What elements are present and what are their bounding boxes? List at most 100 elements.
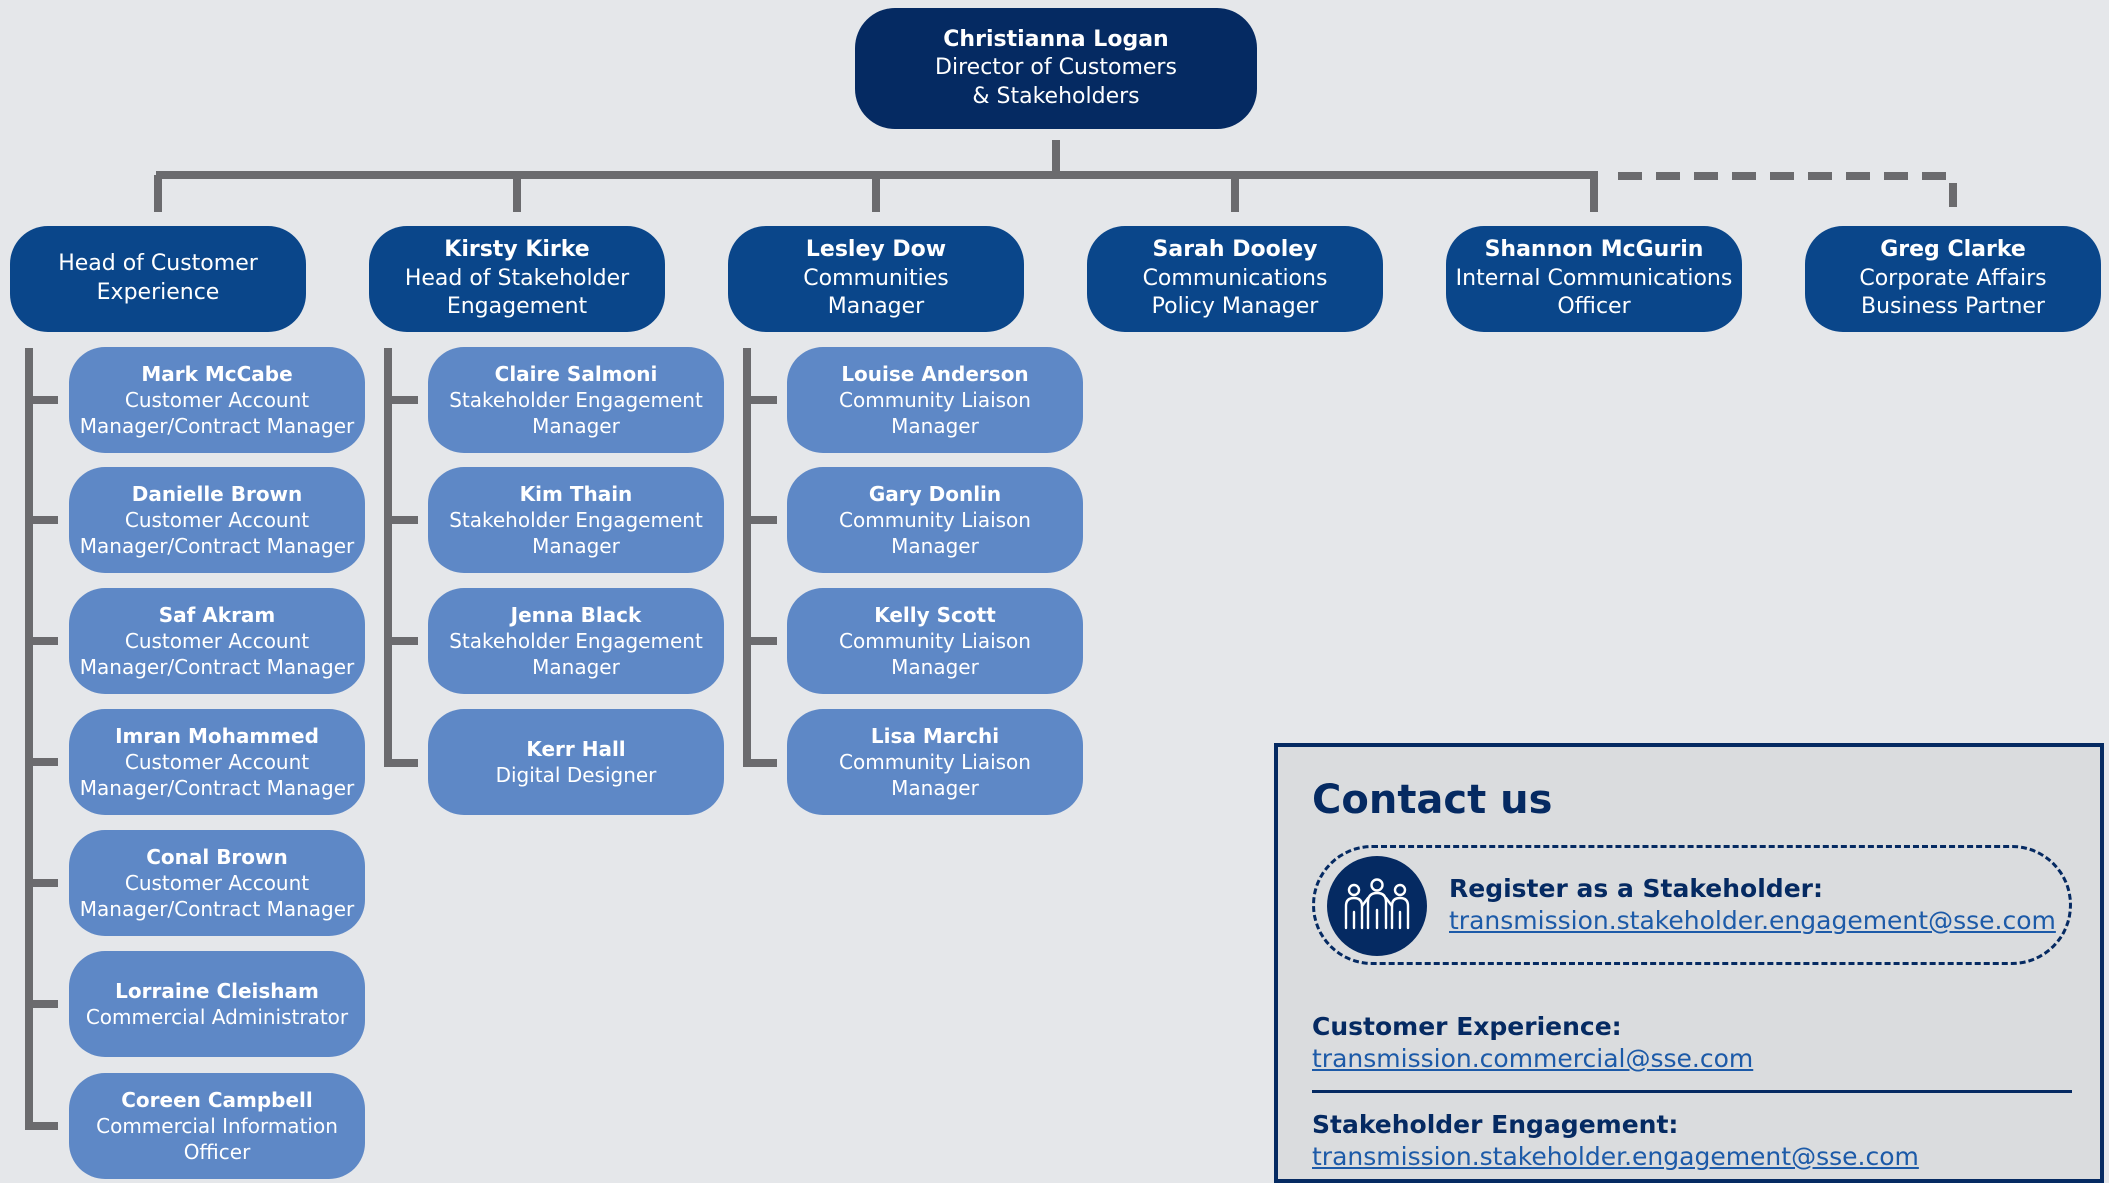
member-name: Imran Mohammed bbox=[115, 724, 319, 748]
contact-heading: Contact us bbox=[1312, 777, 1553, 823]
member-title-line2: Manager/Contract Manager bbox=[79, 776, 355, 800]
member-title-line1: Stakeholder Engagement bbox=[449, 388, 703, 412]
team-member-card: Lorraine Cleisham Commercial Administrat… bbox=[69, 951, 365, 1057]
member-title-line1: Community Liaison bbox=[839, 750, 1031, 774]
member-title-line2: Manager bbox=[532, 534, 620, 558]
member-title-line1: Commercial Information bbox=[96, 1114, 338, 1138]
member-title-line2: Manager bbox=[532, 414, 620, 438]
director-title-line2: & Stakeholders bbox=[972, 83, 1140, 109]
contact-divider bbox=[1312, 1090, 2072, 1093]
head-title-line2: Engagement bbox=[446, 294, 588, 320]
head-title-line2: Business Partner bbox=[1861, 294, 2045, 320]
member-name: Kerr Hall bbox=[526, 737, 626, 761]
member-title-line1: Customer Account bbox=[124, 629, 310, 653]
head-stakeholder-engagement: Kirsty Kirke Head of Stakeholder Engagem… bbox=[369, 226, 665, 332]
director-name: Christianna Logan bbox=[943, 26, 1169, 52]
head-title-line2: Policy Manager bbox=[1151, 294, 1319, 320]
member-title-line1: Customer Account bbox=[124, 508, 310, 532]
member-title-line1: Community Liaison bbox=[839, 508, 1031, 532]
member-name: Coreen Campbell bbox=[121, 1088, 313, 1112]
member-title-line1: Digital Designer bbox=[495, 763, 657, 787]
head-title-line1: Communications bbox=[1142, 265, 1328, 291]
stakeholder-engagement-email-link[interactable]: transmission.stakeholder.engagement@sse.… bbox=[1312, 1142, 1919, 1171]
member-title-line2: Officer bbox=[183, 1140, 251, 1164]
director-node: Christianna Logan Director of Customers … bbox=[855, 8, 1257, 129]
member-title-line1: Community Liaison bbox=[839, 388, 1031, 412]
member-title-line2: Manager/Contract Manager bbox=[79, 534, 355, 558]
team-member-card: Claire Salmoni Stakeholder Engagement Ma… bbox=[428, 347, 724, 453]
head-title-line2: Officer bbox=[1557, 294, 1631, 320]
member-name: Conal Brown bbox=[146, 845, 288, 869]
head-communities: Lesley Dow Communities Manager bbox=[728, 226, 1024, 332]
member-name: Gary Donlin bbox=[868, 482, 1002, 506]
head-name: Shannon McGurin bbox=[1484, 237, 1704, 263]
member-title-line1: Customer Account bbox=[124, 750, 310, 774]
register-email-link[interactable]: transmission.stakeholder.engagement@sse.… bbox=[1449, 906, 2056, 935]
member-title-line1: Stakeholder Engagement bbox=[449, 508, 703, 532]
people-group-icon bbox=[1327, 856, 1427, 956]
member-name: Kelly Scott bbox=[874, 603, 996, 627]
head-customer-experience: Head of Customer Experience bbox=[10, 226, 306, 332]
member-name: Lorraine Cleisham bbox=[115, 979, 319, 1003]
head-name: Sarah Dooley bbox=[1152, 237, 1318, 263]
member-name: Louise Anderson bbox=[841, 362, 1029, 386]
head-title-line1: Head of Stakeholder bbox=[404, 265, 630, 291]
head-title-line1: Corporate Affairs bbox=[1859, 265, 2047, 291]
team-member-card: Mark McCabe Customer Account Manager/Con… bbox=[69, 347, 365, 453]
member-title-line1: Stakeholder Engagement bbox=[449, 629, 703, 653]
register-label: Register as a Stakeholder: bbox=[1449, 874, 1823, 903]
team-member-card: Coreen Campbell Commercial Information O… bbox=[69, 1073, 365, 1179]
head-title-line1: Communities bbox=[803, 265, 949, 291]
member-title-line1: Community Liaison bbox=[839, 629, 1031, 653]
team-member-card: Jenna Black Stakeholder Engagement Manag… bbox=[428, 588, 724, 694]
member-title-line2: Manager bbox=[891, 534, 979, 558]
director-title-line1: Director of Customers bbox=[935, 55, 1177, 81]
member-name: Kim Thain bbox=[519, 482, 633, 506]
head-corporate-affairs: Greg Clarke Corporate Affairs Business P… bbox=[1805, 226, 2101, 332]
member-title-line1: Customer Account bbox=[124, 871, 310, 895]
customer-team-spine bbox=[25, 348, 58, 1130]
head-name: Lesley Dow bbox=[805, 237, 947, 263]
member-name: Mark McCabe bbox=[141, 362, 293, 386]
member-title-line2: Manager/Contract Manager bbox=[79, 655, 355, 679]
member-title-line2: Manager bbox=[891, 776, 979, 800]
member-title-line1: Commercial Administrator bbox=[85, 1005, 349, 1029]
register-stakeholder-box: Register as a Stakeholder: transmission.… bbox=[1312, 845, 2072, 965]
member-title-line2: Manager/Contract Manager bbox=[79, 414, 355, 438]
customer-experience-email-link[interactable]: transmission.commercial@sse.com bbox=[1312, 1044, 1754, 1073]
member-name: Claire Salmoni bbox=[494, 362, 658, 386]
member-name: Jenna Black bbox=[510, 603, 642, 627]
member-name: Saf Akram bbox=[158, 603, 276, 627]
head-communications-policy: Sarah Dooley Communications Policy Manag… bbox=[1087, 226, 1383, 332]
communities-team-spine bbox=[743, 348, 777, 767]
team-member-card: Louise Anderson Community Liaison Manage… bbox=[787, 347, 1083, 453]
member-title-line2: Manager/Contract Manager bbox=[79, 897, 355, 921]
member-name: Danielle Brown bbox=[131, 482, 303, 506]
dotted-line-report bbox=[1618, 172, 1957, 212]
head-title-line2: Experience bbox=[96, 280, 220, 305]
contact-panel: Contact us Register as a Stakeholder: tr… bbox=[1274, 743, 2104, 1183]
team-member-card: Imran Mohammed Customer Account Manager/… bbox=[69, 709, 365, 815]
member-title-line2: Manager bbox=[891, 414, 979, 438]
team-member-card: Gary Donlin Community Liaison Manager bbox=[787, 467, 1083, 573]
customer-experience-label: Customer Experience: bbox=[1312, 1012, 1622, 1041]
member-title-line1: Customer Account bbox=[124, 388, 310, 412]
head-name: Kirsty Kirke bbox=[444, 237, 590, 263]
head-title-line1: Internal Communications bbox=[1455, 265, 1733, 291]
member-title-line2: Manager bbox=[532, 655, 620, 679]
head-title-line2: Manager bbox=[827, 294, 925, 320]
team-member-card: Danielle Brown Customer Account Manager/… bbox=[69, 467, 365, 573]
team-member-card: Conal Brown Customer Account Manager/Con… bbox=[69, 830, 365, 936]
member-title-line2: Manager bbox=[891, 655, 979, 679]
head-internal-communications: Shannon McGurin Internal Communications … bbox=[1446, 226, 1742, 332]
team-member-card: Kerr Hall Digital Designer bbox=[428, 709, 724, 815]
head-name: Greg Clarke bbox=[1880, 237, 2026, 263]
stakeholder-engagement-label: Stakeholder Engagement: bbox=[1312, 1110, 1679, 1139]
team-member-card: Lisa Marchi Community Liaison Manager bbox=[787, 709, 1083, 815]
stakeholder-team-spine bbox=[384, 348, 418, 767]
member-name: Lisa Marchi bbox=[870, 724, 1000, 748]
team-member-card: Kim Thain Stakeholder Engagement Manager bbox=[428, 467, 724, 573]
team-member-card: Kelly Scott Community Liaison Manager bbox=[787, 588, 1083, 694]
head-title-line1: Head of Customer bbox=[58, 251, 258, 277]
